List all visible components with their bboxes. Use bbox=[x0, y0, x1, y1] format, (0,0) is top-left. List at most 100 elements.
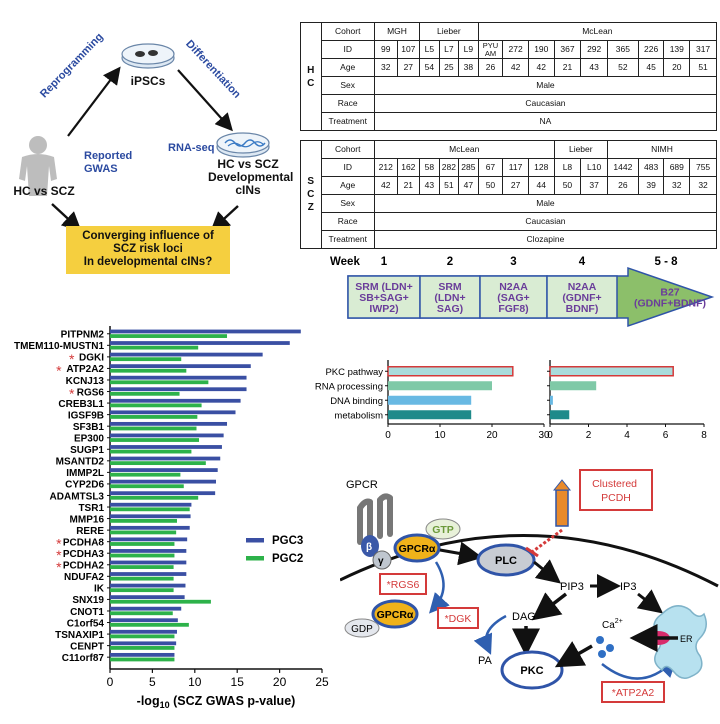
gene-label: NDUFA2 bbox=[64, 572, 104, 583]
fisher-test-x-tick-label: 8 bbox=[701, 430, 707, 441]
timeline-stage-label: N2AA(GDNF+BDNF) bbox=[562, 281, 601, 315]
gene-label: C11orf87 bbox=[62, 653, 105, 664]
scz-id-cell: 162 bbox=[396, 158, 421, 177]
ca-charge: 2+ bbox=[615, 618, 623, 625]
scz-cohort-nimh: NIMH bbox=[606, 140, 718, 159]
scz-race-row-label: Race bbox=[320, 212, 375, 231]
hc-id-cell: 139 bbox=[663, 40, 691, 59]
conclusion-box bbox=[66, 226, 230, 274]
pgc2-bar bbox=[110, 449, 192, 454]
category-label: PKC pathway bbox=[325, 367, 383, 378]
scz-id-cell: 117 bbox=[502, 158, 529, 177]
pgc2-bar bbox=[110, 472, 181, 477]
scz-id-row-label: ID bbox=[320, 158, 375, 177]
ca-label: Ca2+ bbox=[602, 618, 623, 631]
gene-star-marker: * bbox=[69, 351, 75, 367]
gene-label: KCNJ13 bbox=[66, 376, 105, 387]
hc-age-cell: 32 bbox=[373, 58, 398, 77]
gene-label: SNX19 bbox=[72, 595, 104, 606]
workflow-graphics bbox=[19, 43, 270, 274]
pgc2-bar bbox=[110, 368, 187, 373]
pgc2-bar bbox=[110, 611, 173, 616]
hc-cohort-table: H C Cohort MGH Lieber McLean ID 99 107 L… bbox=[300, 22, 718, 131]
gpcr-label: GPCR bbox=[346, 479, 378, 491]
dgk-label: *DGK bbox=[445, 613, 472, 625]
hc-age-cell: 43 bbox=[580, 58, 608, 77]
gene-star-marker: * bbox=[56, 536, 62, 552]
pgc3-bar bbox=[110, 352, 263, 357]
timeline-stage-label-line: (SAG+ bbox=[497, 292, 529, 304]
timeline-stage-label-line: SAG) bbox=[437, 303, 463, 315]
pgc2-bar bbox=[110, 484, 184, 489]
pgc2-bar bbox=[110, 530, 177, 535]
hc-id-cell: 226 bbox=[637, 40, 665, 59]
timeline-stage-label: N2AA(SAG+FGF8) bbox=[497, 281, 529, 315]
gene-label: PCDHA2 bbox=[63, 561, 105, 572]
pgc2-bar bbox=[110, 518, 177, 523]
timeline-stage-box bbox=[546, 275, 618, 319]
hc-treatment-value: NA bbox=[373, 112, 718, 131]
timeline-stage-label-line: (GDNF+ bbox=[562, 292, 601, 304]
plc-to-pip3-arrow bbox=[533, 559, 562, 584]
hc-age-cell: 52 bbox=[607, 58, 639, 77]
gene-label: CYP2D6 bbox=[65, 480, 104, 491]
pgc2-bar bbox=[110, 461, 206, 466]
pgc3-bar bbox=[110, 445, 222, 449]
hc-cohort-mclean: McLean bbox=[477, 22, 718, 41]
pgc3-bar bbox=[110, 572, 187, 576]
gene-star-marker: * bbox=[56, 559, 62, 575]
gene-label: ADAMTSL3 bbox=[50, 491, 105, 502]
timeline-week-number: 3 bbox=[510, 256, 516, 268]
scz-age-cell: 39 bbox=[637, 176, 665, 195]
gene-label: PITPNM2 bbox=[61, 330, 105, 341]
hc-cohort-row-label: Cohort bbox=[320, 22, 375, 41]
hc-id-cell: 99 bbox=[373, 40, 398, 59]
scz-age-cell: 43 bbox=[419, 176, 440, 195]
rgs6-arrow bbox=[428, 561, 450, 614]
pgc2-bar bbox=[110, 565, 174, 569]
hc-id-cell: 365 bbox=[607, 40, 639, 59]
gene-star-marker: * bbox=[56, 547, 62, 563]
scz-id-cell: 212 bbox=[373, 158, 398, 177]
pgc3-bar bbox=[110, 491, 216, 496]
pgc2-bar bbox=[110, 634, 175, 639]
hc-id-cell: 107 bbox=[396, 40, 421, 59]
pct-de-genes-bar bbox=[388, 395, 472, 405]
pgc2-bar bbox=[110, 542, 175, 546]
scz-group-label: S C Z bbox=[300, 140, 322, 249]
hc-age-cell: 51 bbox=[689, 58, 717, 77]
scz-cohort-row-label: Cohort bbox=[320, 140, 375, 159]
cins-arrow bbox=[210, 205, 239, 232]
pct-de-genes-x-tick-label: 30 bbox=[538, 430, 550, 441]
timeline-stage-label-line: (GDNF+BDNF) bbox=[634, 298, 706, 310]
timeline-stage-label: B27(GDNF+BDNF) bbox=[634, 287, 706, 310]
er-label: ER bbox=[680, 634, 693, 644]
hc-id-cell: 292 bbox=[580, 40, 608, 59]
pgc3-bar bbox=[110, 421, 228, 426]
timeline-week-number: 4 bbox=[579, 256, 586, 268]
pgc3-bar bbox=[110, 549, 187, 553]
pgc3-bar bbox=[110, 398, 241, 403]
pct-de-genes-bar bbox=[387, 366, 514, 377]
pgc3-bar bbox=[110, 606, 182, 611]
hc-group-label: H C bbox=[300, 22, 322, 131]
hc-race-row-label: Race bbox=[320, 94, 375, 113]
gtp-label: GTP bbox=[432, 524, 454, 536]
pct-de-genes-bar bbox=[388, 381, 492, 391]
timeline-stage-label-line: B27 bbox=[660, 287, 679, 299]
pgc2-bar bbox=[110, 334, 228, 338]
pgc3-bar bbox=[110, 560, 187, 565]
scz-id-cell: 67 bbox=[477, 158, 504, 177]
beta-subunit bbox=[361, 535, 379, 557]
pa-label: PA bbox=[478, 655, 493, 667]
timeline-week-number: 2 bbox=[447, 256, 453, 268]
pgc2-bar bbox=[110, 646, 175, 650]
pgc2-bar bbox=[110, 553, 175, 558]
timeline-stage-label-line: SB+SAG+ bbox=[359, 292, 409, 304]
hc-age-cell: 42 bbox=[502, 58, 529, 77]
plc-label: PLC bbox=[495, 555, 517, 567]
gene-label: IMMP2L bbox=[66, 468, 104, 479]
pgc2-bar bbox=[110, 507, 190, 512]
gene-label: C1orf54 bbox=[67, 618, 105, 629]
gwas-arrow bbox=[51, 203, 82, 232]
